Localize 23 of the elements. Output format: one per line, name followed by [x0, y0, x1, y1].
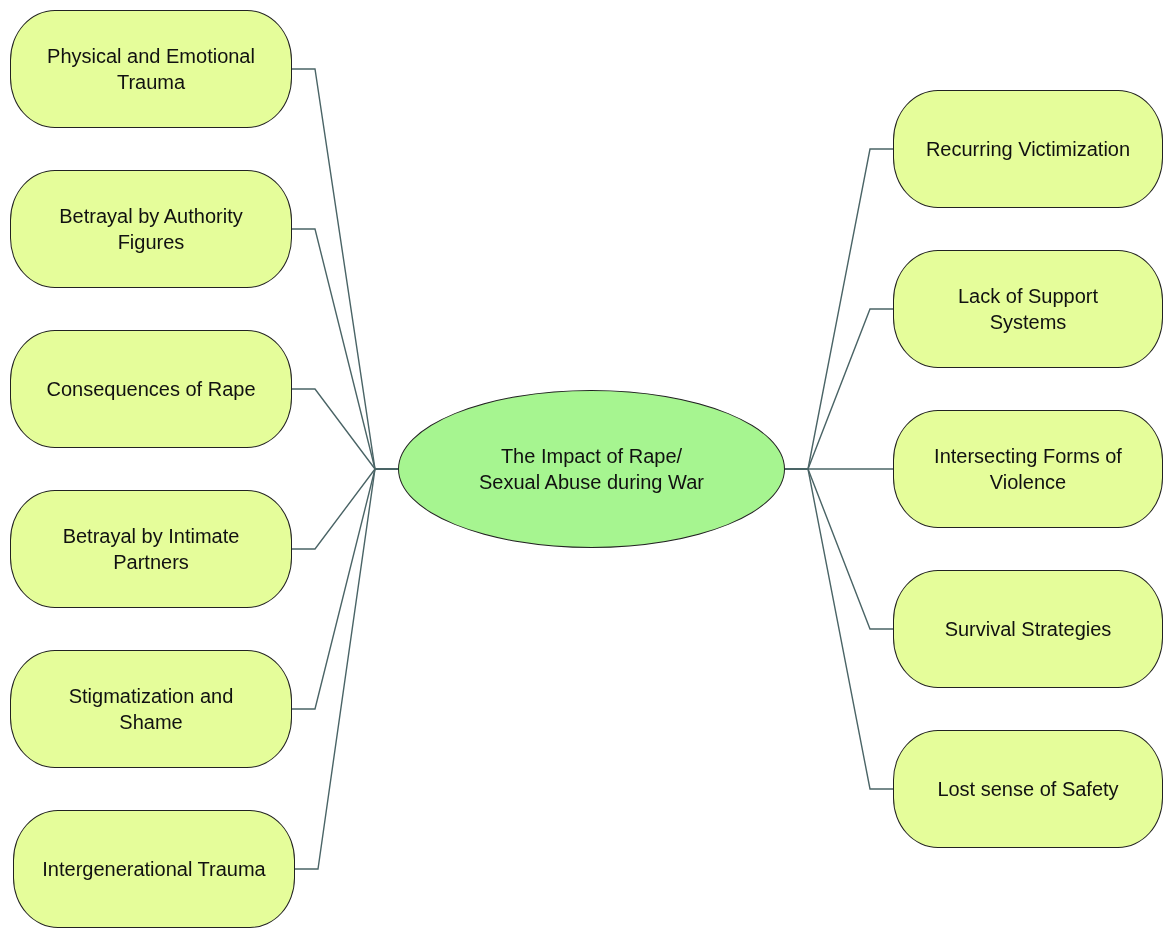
topic-box [893, 730, 1163, 848]
topic-box [893, 90, 1163, 208]
topic-label: Intergenerational Trauma [41, 857, 267, 882]
topic-box [10, 10, 292, 128]
topic-label: Consequences of Rape [45, 377, 257, 402]
topic-box [10, 650, 292, 768]
topic-label: Betrayal by Intimate Partners [61, 524, 241, 575]
topic-box [13, 810, 295, 928]
topic-box [893, 410, 1163, 528]
topic-label: Stigmatization and Shame [67, 684, 235, 735]
topic-label: Lost sense of Safety [936, 777, 1120, 802]
topic-box [10, 170, 292, 288]
topic-label: Recurring Victimization [924, 137, 1132, 162]
central-topic-label: The Impact of Rape/ Sexual Abuse during War [478, 444, 705, 495]
topic-box [893, 570, 1163, 688]
topic-box [10, 490, 292, 608]
topic-label: Lack of Support Systems [956, 284, 1100, 335]
topic-label: Survival Strategies [943, 617, 1113, 642]
topic-box [10, 330, 292, 448]
topic-box [893, 250, 1163, 368]
topic-label: Physical and Emotional Trauma [46, 44, 256, 95]
topic-label: Betrayal by Authority Figures [58, 204, 244, 255]
topic-label: Intersecting Forms of Violence [933, 444, 1123, 495]
